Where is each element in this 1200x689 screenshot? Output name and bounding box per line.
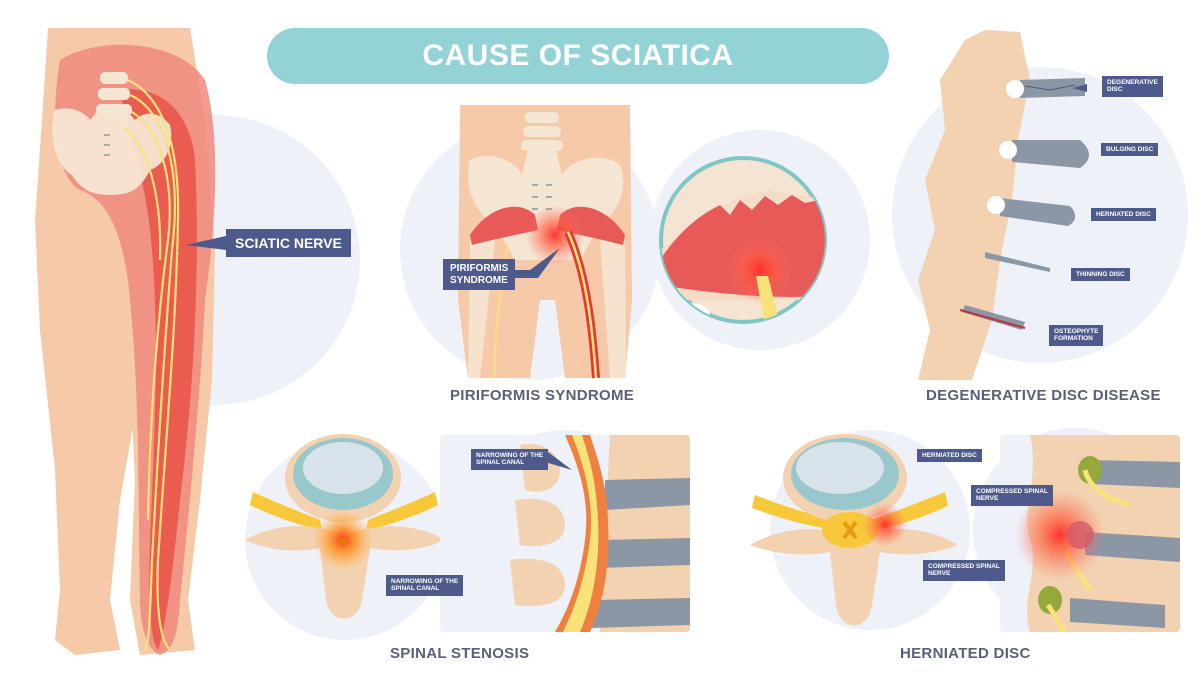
- callout-line: SPINAL CANAL: [391, 585, 440, 593]
- leg-illustration: [35, 28, 216, 656]
- piriformis-callout: PIRIFORMIS SYNDROME: [443, 259, 516, 290]
- stenosis-spine-side-view: [440, 435, 690, 632]
- callout-line: DISC: [1107, 86, 1123, 94]
- herniated-disc-top-callout: HERNIATED DISC: [917, 449, 982, 463]
- callout-line: FORMATION: [1054, 335, 1093, 343]
- callout-line: COMPRESSED SPINAL: [928, 563, 1000, 570]
- osteophyte-callout: OSTEOPHYTE FORMATION: [1049, 325, 1104, 346]
- sciatic-nerve-lines: [124, 79, 180, 651]
- piriformis-caption: PIRIFORMIS SYNDROME: [450, 387, 635, 404]
- piriformis-zoom-circle: [659, 156, 827, 324]
- compressed-nerve-side-callout: COMPRESSED SPINAL NERVE: [971, 485, 1053, 506]
- callout-line: SYNDROME: [450, 274, 508, 286]
- callout-line: HERNIATED DISC: [922, 452, 977, 459]
- bulging-disc-callout: BULGING DISC: [1101, 143, 1159, 157]
- sciatic-nerve-callout: SCIATIC NERVE: [226, 229, 351, 258]
- piriformis-illustration: [458, 105, 632, 379]
- compressed-nerve-top-callout: COMPRESSED SPINAL NERVE: [923, 560, 1005, 581]
- callout-line: NARROWING OF THE: [391, 578, 459, 585]
- stenosis-caption: SPINAL STENOSIS: [390, 645, 530, 662]
- herniated-spine-side-view: [1000, 435, 1180, 632]
- stenosis-vertebra-top-view: [245, 434, 445, 619]
- stenosis-side-callout: NARROWING OF THE SPINAL CANAL: [471, 449, 549, 470]
- degenerative-disc-callout: DEGENERATIVE DISC: [1102, 76, 1163, 97]
- degenerative-spine-illustration: [918, 30, 1089, 380]
- callout-line: NARROWING OF THE: [476, 452, 544, 459]
- title-banner: CAUSE OF SCIATICA: [267, 28, 889, 84]
- callout-line: NERVE: [976, 495, 999, 503]
- callout-label: SCIATIC NERVE: [235, 235, 342, 251]
- callout-line: PIRIFORMIS: [450, 263, 509, 274]
- thinning-disc-callout: THINNING DISC: [1071, 268, 1130, 282]
- page-title: CAUSE OF SCIATICA: [422, 39, 734, 72]
- herniated-vertebra-top-view: [750, 434, 958, 626]
- callout-line: HERNIATED DISC: [1096, 211, 1151, 218]
- callout-line: OSTEOPHYTE: [1054, 328, 1099, 335]
- callout-line: COMPRESSED SPINAL: [976, 488, 1048, 495]
- callout-line: THINNING DISC: [1076, 271, 1125, 278]
- callout-line: NERVE: [928, 570, 951, 578]
- callout-line: BULGING DISC: [1106, 146, 1154, 153]
- callout-line: DEGENERATIVE: [1107, 79, 1158, 86]
- herniated-caption: HERNIATED DISC: [900, 645, 1031, 662]
- degenerative-caption: DEGENERATIVE DISC DISEASE: [926, 387, 1161, 404]
- herniated-disc-callout: HERNIATED DISC: [1091, 208, 1156, 222]
- callout-line: SPINAL CANAL: [476, 459, 525, 467]
- stenosis-top-callout: NARROWING OF THE SPINAL CANAL: [386, 575, 464, 596]
